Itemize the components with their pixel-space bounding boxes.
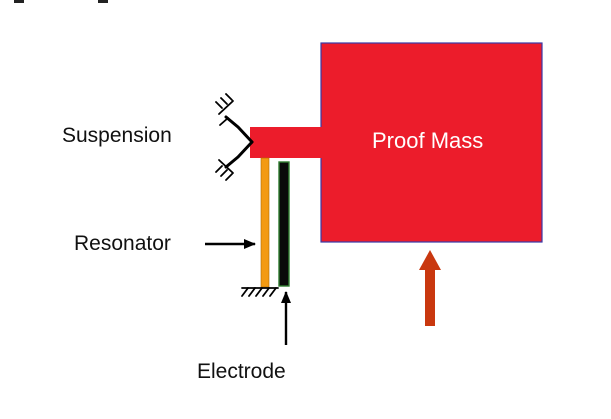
- electrode-plate: [278, 161, 290, 287]
- corner-mark-right: [98, 0, 108, 3]
- proof-mass-block: [320, 42, 543, 243]
- suspension-spring-icon: [224, 115, 254, 169]
- ground-hatch-icon: [241, 287, 279, 297]
- suspension-label: Suspension: [62, 124, 172, 147]
- suspension-anchor-hatch-icon: [215, 93, 234, 181]
- proof-mass-label: Proof Mass: [372, 128, 484, 153]
- resonator-beam: [260, 157, 270, 288]
- suspension-beam: [250, 127, 324, 158]
- electrode-label: Electrode: [197, 360, 286, 383]
- corner-mark-left: [14, 0, 24, 3]
- up-arrow-icon: [419, 250, 441, 326]
- resonator-label: Resonator: [74, 232, 171, 255]
